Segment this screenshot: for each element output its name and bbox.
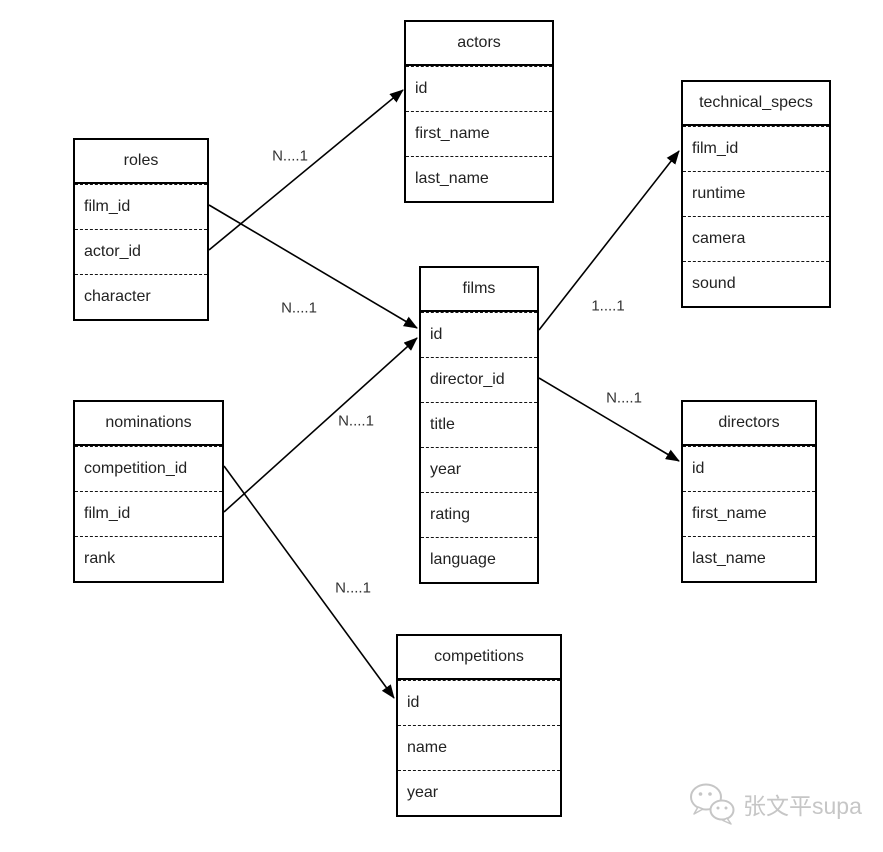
relationship-label-roles-films: N....1: [281, 299, 317, 317]
entity-directors: directors id first_name last_name: [681, 400, 817, 583]
entity-title: directors: [683, 402, 815, 446]
entity-title: actors: [406, 22, 552, 66]
entity-field: year: [421, 447, 537, 492]
entity-title: technical_specs: [683, 82, 829, 126]
entity-field: runtime: [683, 171, 829, 216]
entity-field: film_id: [75, 184, 207, 229]
entity-field: film_id: [683, 126, 829, 171]
entity-field: name: [398, 725, 560, 770]
line-nominations-films: [223, 337, 418, 513]
entity-field: title: [421, 402, 537, 447]
entity-field: language: [421, 537, 537, 582]
line-nominations-competitions: [223, 465, 395, 699]
entity-field: sound: [683, 261, 829, 306]
entity-field: rank: [75, 536, 222, 581]
entity-field: id: [406, 66, 552, 111]
entity-nominations: nominations competition_id film_id rank: [73, 400, 224, 583]
entity-title: roles: [75, 140, 207, 184]
entity-field: first_name: [683, 491, 815, 536]
entity-field: camera: [683, 216, 829, 261]
entity-field: competition_id: [75, 446, 222, 491]
relationship-label-roles-actors: N....1: [272, 147, 308, 165]
entity-films: films id director_id title year rating l…: [419, 266, 539, 584]
entity-title: competitions: [398, 636, 560, 680]
entity-title: films: [421, 268, 537, 312]
entity-roles: roles film_id actor_id character: [73, 138, 209, 321]
entity-field: last_name: [683, 536, 815, 581]
entity-field: character: [75, 274, 207, 319]
entity-field: first_name: [406, 111, 552, 156]
entity-technical-specs: technical_specs film_id runtime camera s…: [681, 80, 831, 308]
wechat-icon: [690, 783, 735, 825]
entity-field: director_id: [421, 357, 537, 402]
entity-field: id: [683, 446, 815, 491]
entity-actors: actors id first_name last_name: [404, 20, 554, 203]
entity-field: actor_id: [75, 229, 207, 274]
relationship-label-nominations-films: N....1: [338, 412, 374, 430]
relationship-label-films-technical-specs: 1....1: [591, 297, 625, 315]
relationship-label-films-directors: N....1: [606, 389, 642, 407]
relationship-label-nominations-competitions: N....1: [335, 579, 371, 597]
entity-title: nominations: [75, 402, 222, 446]
line-roles-films: [208, 204, 418, 329]
line-films-technical-specs: [538, 150, 680, 331]
entity-field: id: [421, 312, 537, 357]
entity-field: id: [398, 680, 560, 725]
entity-field: last_name: [406, 156, 552, 201]
entity-field: year: [398, 770, 560, 815]
entity-field: film_id: [75, 491, 222, 536]
line-films-directors: [538, 377, 680, 462]
watermark: 张文平supa: [688, 781, 862, 827]
line-roles-actors: [208, 89, 404, 251]
entity-competitions: competitions id name year: [396, 634, 562, 817]
entity-field: rating: [421, 492, 537, 537]
watermark-text: 张文平supa: [743, 793, 862, 819]
